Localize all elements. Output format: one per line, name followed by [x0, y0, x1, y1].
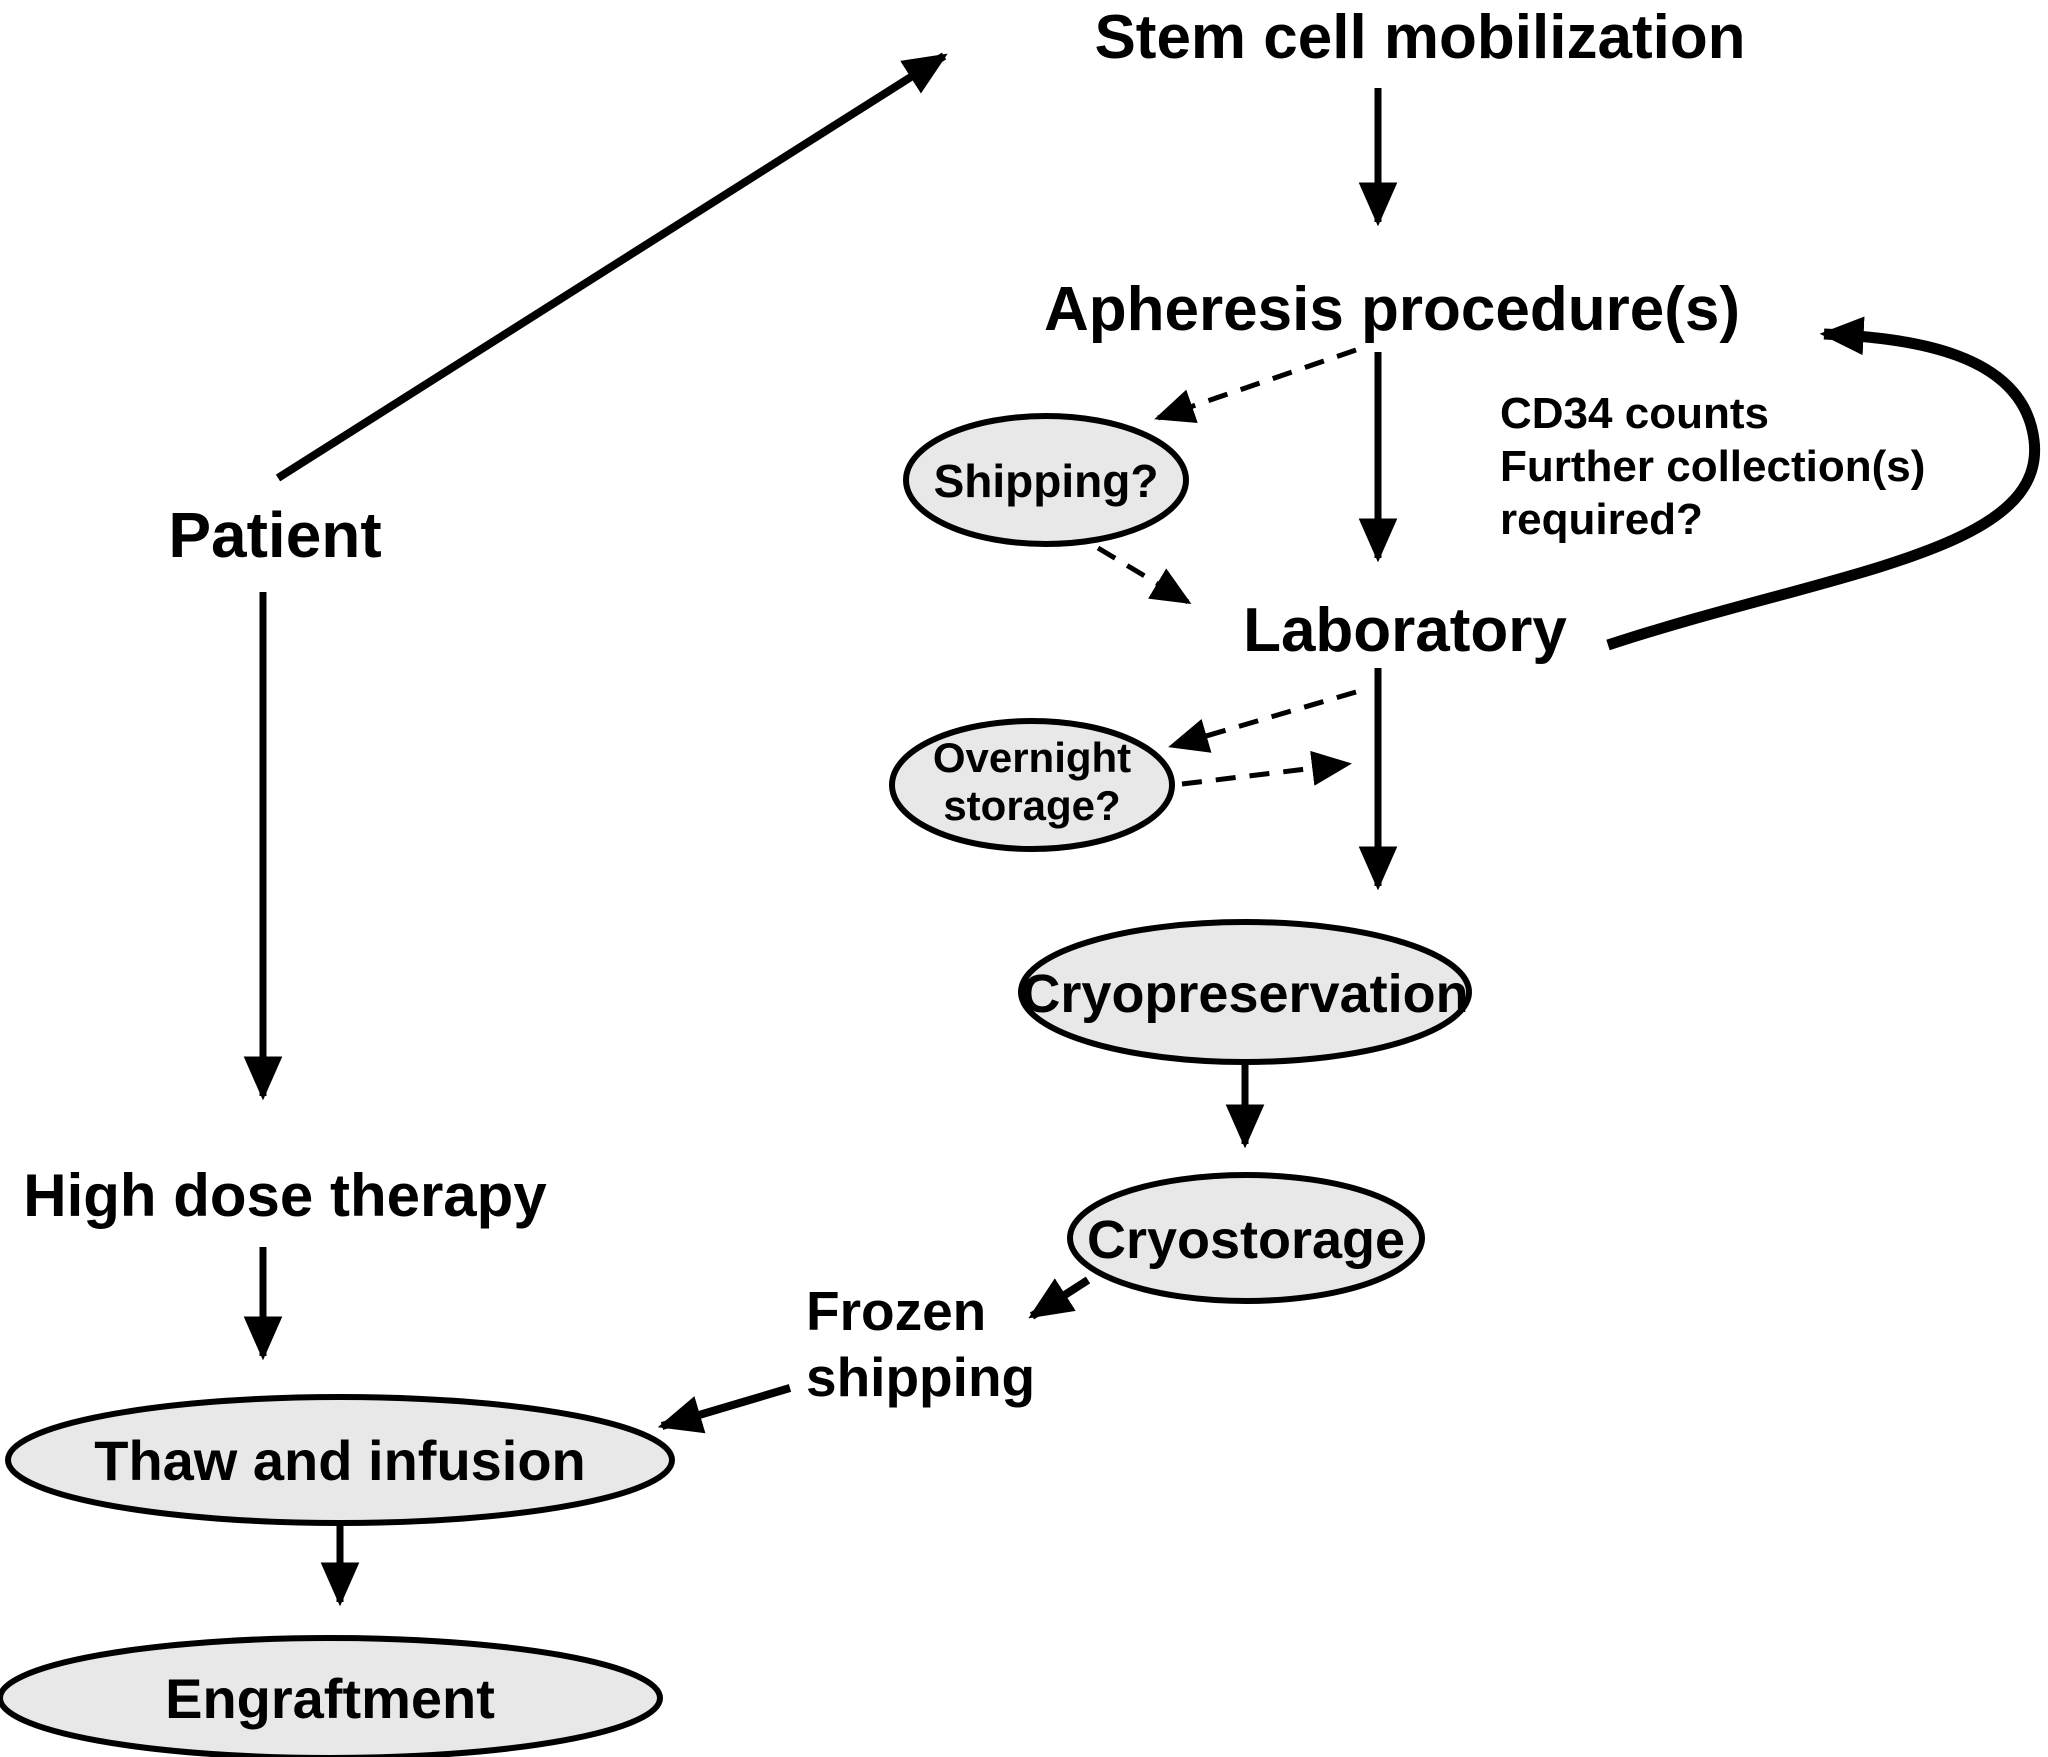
cd34-annotation-line1: CD34 counts — [1500, 389, 1769, 438]
arrow-frozen-shipping-to-thaw — [657, 1384, 792, 1434]
arrow-patient-to-mobilization — [275, 52, 948, 482]
overnight-storage-ellipse — [889, 718, 1175, 852]
shipping-label: Shipping? — [934, 455, 1159, 507]
engraftment-ellipse — [0, 1635, 663, 1757]
dashed-arrow-apheresis-to-shipping — [1154, 347, 1357, 423]
shipping-ellipse — [903, 413, 1189, 547]
dashed-arrow-laboratory-to-overnight-storage — [1168, 689, 1357, 753]
apheresis-label: Apheresis procedure(s) — [1044, 275, 1740, 344]
patient-label: Patient — [168, 499, 381, 571]
cryostorage-ellipse — [1067, 1172, 1425, 1304]
overnight-storage-label-line2: storage? — [943, 782, 1120, 829]
frozen-shipping-label-line2: shipping — [806, 1346, 1035, 1408]
arrow-laboratory-feedback-to-apheresis — [1606, 316, 2041, 651]
overnight-storage-label-line1: Overnight — [933, 734, 1131, 781]
cryopreservation-ellipse — [1018, 919, 1472, 1065]
engraftment-label: Engraftment — [165, 1667, 495, 1730]
stem-cell-mobilization-label: Stem cell mobilization — [1094, 3, 1745, 72]
cd34-annotation-line2: Further collection(s) — [1500, 442, 1925, 491]
cd34-annotation-line3: required? — [1500, 495, 1703, 544]
dashed-arrow-overnight-storage-to-cryo-path — [1181, 750, 1352, 787]
high-dose-therapy-label: High dose therapy — [23, 1162, 547, 1229]
frozen-shipping-label-line1: Frozen — [806, 1280, 986, 1342]
arrow-cryostorage-to-frozen-shipping — [1028, 1276, 1091, 1320]
thaw-and-infusion-label: Thaw and infusion — [94, 1429, 586, 1492]
cryostorage-label: Cryostorage — [1087, 1210, 1405, 1270]
dashed-arrow-shipping-to-laboratory — [1096, 545, 1192, 605]
thaw-and-infusion-ellipse — [5, 1394, 675, 1526]
cryopreservation-label: Cryopreservation — [1021, 964, 1468, 1024]
laboratory-label: Laboratory — [1243, 596, 1567, 665]
